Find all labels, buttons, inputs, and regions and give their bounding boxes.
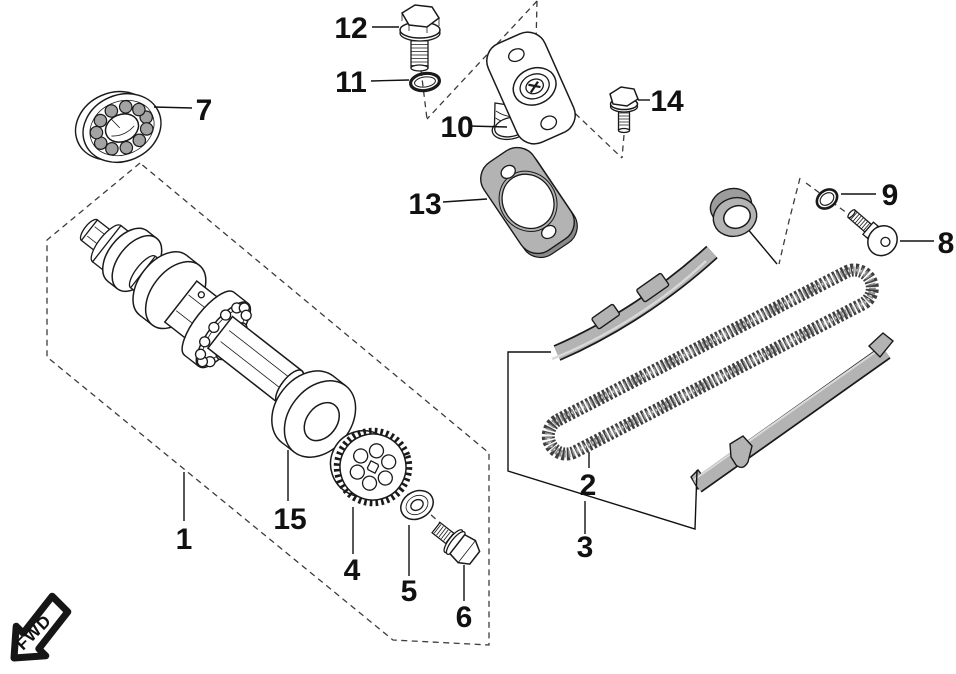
gasket xyxy=(480,146,578,259)
callout-14: 14 xyxy=(650,85,684,118)
callout-9: 9 xyxy=(882,179,899,212)
fwd-arrow: FWD xyxy=(10,592,72,662)
lifter-bolt-hole-top xyxy=(508,48,525,63)
lifter-bolt-hole-bottom xyxy=(540,115,558,131)
gasket-hole-top xyxy=(500,164,516,180)
callout-8: 8 xyxy=(938,227,955,260)
camshaft-assembly xyxy=(79,218,305,404)
camshaft-group-boundary xyxy=(46,162,490,646)
ball-bearing xyxy=(74,90,162,164)
callout-1: 1 xyxy=(176,523,193,556)
washer-9 xyxy=(815,188,839,210)
tensioner-lifter xyxy=(486,31,576,145)
fwd-arrow-shape xyxy=(10,592,72,662)
bolt14-centerline xyxy=(621,134,625,159)
gasket-hole-bottom xyxy=(541,224,557,240)
bearing-balls xyxy=(89,100,154,156)
leader-lines xyxy=(153,26,934,601)
guide-end-tab xyxy=(867,332,894,359)
guide-set-bracket xyxy=(507,351,698,530)
pivot-left-guide xyxy=(778,177,801,265)
arm-pivot-hole xyxy=(723,204,751,230)
chain-tensioner-arm xyxy=(551,187,758,361)
cam-chain xyxy=(541,263,879,461)
timing-sprocket xyxy=(329,427,413,507)
callout-12: 12 xyxy=(334,12,367,45)
callout-11: 11 xyxy=(335,66,367,99)
bolt12-centerline xyxy=(420,69,428,120)
spacer-ring xyxy=(271,370,357,458)
callout-7: 7 xyxy=(196,94,213,127)
washer-5 xyxy=(400,489,434,521)
tensioner-bolt xyxy=(399,4,441,72)
callout-5: 5 xyxy=(401,575,418,608)
callout-2: 2 xyxy=(580,469,597,502)
callout-4: 4 xyxy=(344,554,361,587)
gasket-center-hole xyxy=(501,173,555,230)
chain-guide-bar xyxy=(690,332,894,493)
callout-10: 10 xyxy=(440,111,473,144)
pivot-bolt-centerline xyxy=(805,182,852,217)
callout-13: 13 xyxy=(408,188,441,221)
callout-15: 15 xyxy=(273,503,306,536)
callout-6: 6 xyxy=(456,601,473,634)
lifter-plunger-slot xyxy=(528,80,541,94)
part-callouts: 1 2 3 4 5 6 7 8 9 10 11 12 13 14 15 xyxy=(176,12,955,634)
pivot-bolt xyxy=(847,209,898,257)
sprocket-bolt xyxy=(431,521,481,565)
guide-mid-tab xyxy=(729,435,753,469)
sprocket-teeth xyxy=(333,427,413,507)
callout-3: 3 xyxy=(577,531,594,564)
sprocket-holes xyxy=(349,443,397,491)
o-ring xyxy=(408,71,442,93)
lifter-left-guide xyxy=(426,0,538,120)
flange-bolt-14 xyxy=(609,86,639,134)
